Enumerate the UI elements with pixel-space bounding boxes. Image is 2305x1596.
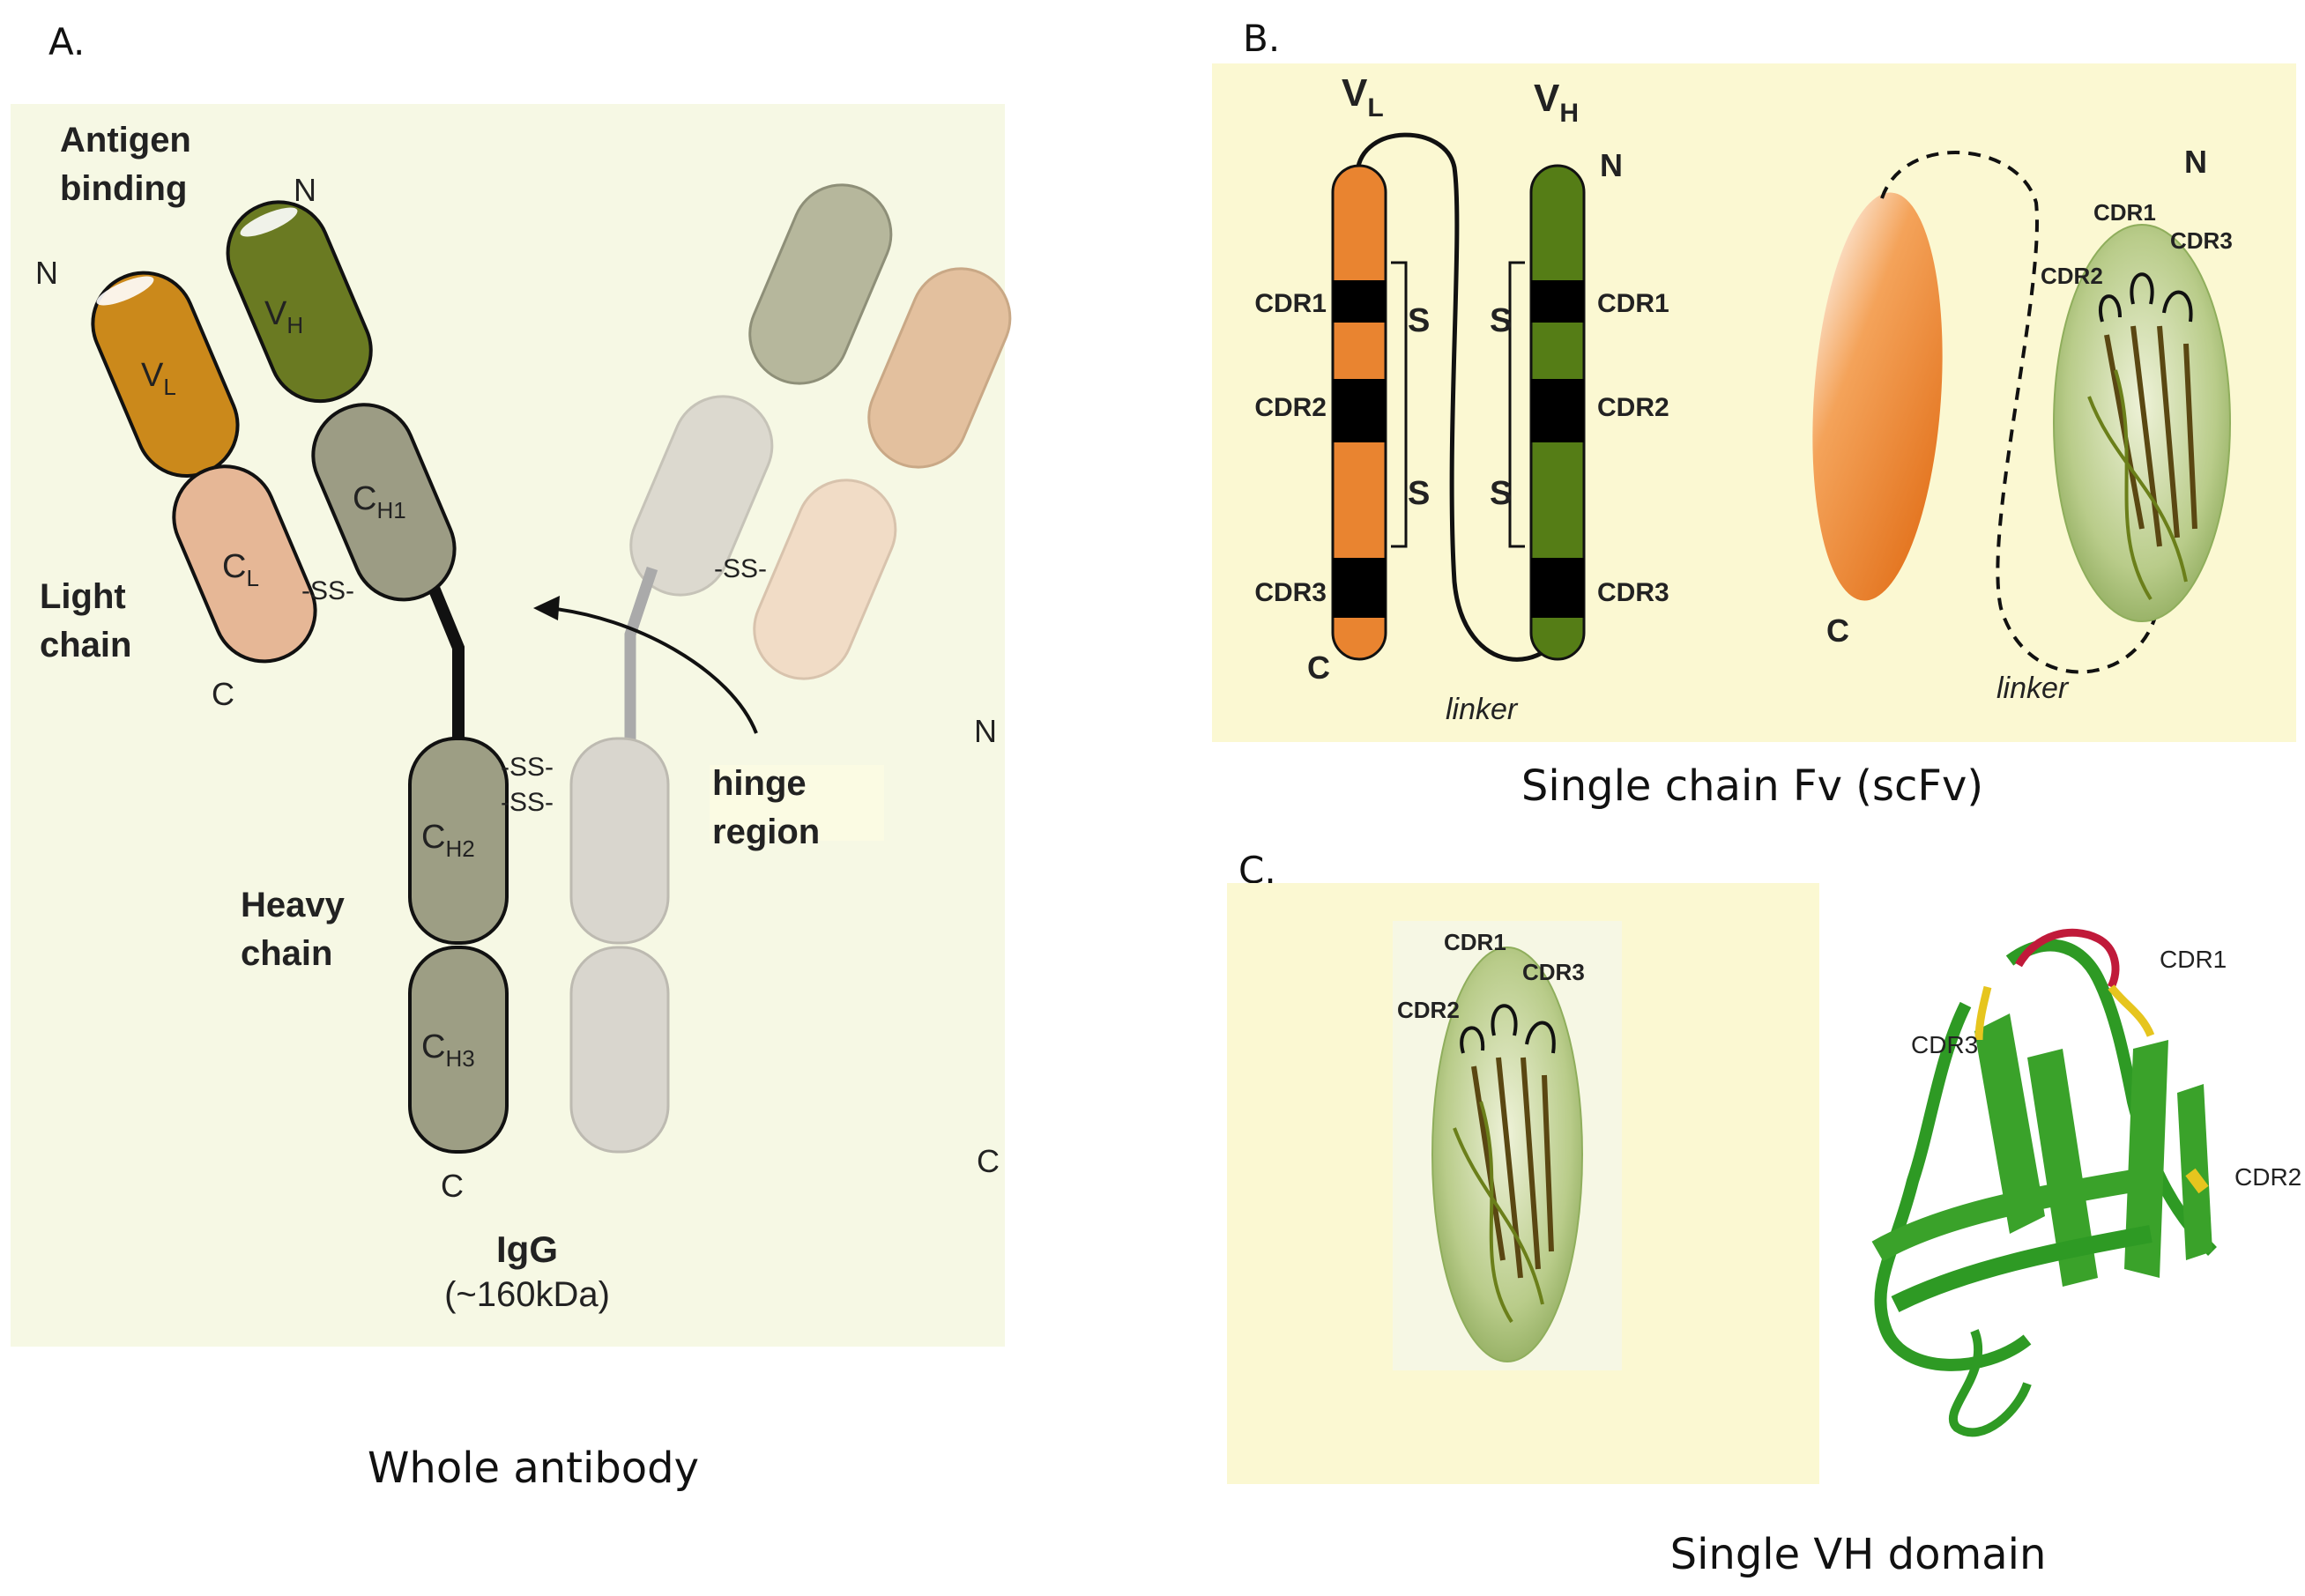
right-fc [569, 737, 670, 1154]
hinge-arrowhead [533, 596, 560, 620]
c-terminus-right: C [977, 1143, 1000, 1179]
scfv-linker-dashed [1880, 150, 2157, 674]
c-terminus-light: C [212, 676, 234, 712]
n-terminus-right: N [974, 713, 997, 749]
scfv-n-label: N [1600, 147, 1623, 183]
ribbon-cdr2-label-b: CDR2 [2041, 263, 2103, 289]
disulfide-s-1: S [1408, 302, 1430, 339]
ribbon-cdr3-label-c: CDR3 [1522, 959, 1585, 985]
cdr3-label-vl: CDR3 [1254, 578, 1327, 607]
scfv-linker-label: linker [1446, 693, 1519, 726]
ribbon-cdr1-label-b: CDR1 [2093, 199, 2156, 226]
right-hinge-line [624, 566, 658, 740]
vh-crystal-structure [1871, 928, 2217, 1437]
left-ch2-domain [408, 737, 509, 945]
vl-label: VL [141, 357, 176, 400]
ss-bond-hinge-1: -SS- [501, 753, 554, 782]
left-ch3-domain [408, 946, 509, 1154]
scfv-vl-ellipse [1812, 192, 1943, 601]
c-terminus-heavy: C [441, 1168, 464, 1204]
scfv-vl-bar [1331, 164, 1387, 661]
panel-c-caption: Single VH domain [1670, 1530, 2047, 1579]
ribbon-cdr3-label-b: CDR3 [2170, 227, 2233, 254]
cdr3-label-vh: CDR3 [1597, 578, 1669, 607]
ch1-domain [311, 403, 457, 602]
vh-domain [226, 200, 373, 404]
left-hinge-line [426, 581, 465, 740]
disulfide-s-3: S [1490, 302, 1512, 339]
scfv-linker-top [1355, 132, 1572, 662]
panel-a-caption: Whole antibody [368, 1444, 699, 1493]
n-terminus-light: N [35, 255, 58, 291]
scfv-vh-label: VH [1534, 77, 1579, 128]
scfv-c-label: C [1307, 650, 1330, 686]
disulfide-bracket-vl [1391, 261, 1408, 548]
cdr1-label-vl: CDR1 [1254, 289, 1327, 318]
cl-label: CL [222, 548, 259, 591]
panel-a-letter: A. [48, 20, 85, 63]
disulfide-s-4: S [1490, 475, 1512, 512]
panel-b-letter: B. [1243, 17, 1280, 60]
structure-cdr3-label: CDR3 [1911, 1031, 1978, 1058]
vh-label: VH [264, 295, 303, 338]
cl-domain [172, 464, 317, 664]
igg-mass-label: (~160kDa) [444, 1275, 610, 1314]
ss-bond-right: -SS- [714, 554, 767, 583]
ch1-label: CH1 [353, 480, 406, 523]
hinge-label-background [710, 765, 884, 841]
panel-b-caption: Single chain Fv (scFv) [1521, 761, 1983, 811]
structure-cdr2-label: CDR2 [2234, 1163, 2301, 1191]
disulfide-s-2: S [1408, 475, 1430, 512]
structure-cdr1-label: CDR1 [2160, 946, 2227, 973]
scfv-c-label-right: C [1826, 612, 1849, 649]
ss-bond-hinge-2: -SS- [501, 788, 554, 817]
ss-bond-light: -SS- [301, 576, 354, 605]
scfv-vh-bar [1529, 164, 1586, 661]
scfv-vl-label: VL [1342, 71, 1384, 122]
hinge-arrow [547, 606, 758, 734]
scfv-n-label-right: N [2184, 144, 2207, 180]
n-terminus-heavy: N [294, 172, 316, 208]
igg-label: IgG [496, 1229, 558, 1270]
disulfide-bracket-vh [1508, 261, 1525, 548]
ribbon-cdr2-label-c: CDR2 [1397, 997, 1460, 1023]
scfv-linker-label-right: linker [1996, 672, 2070, 705]
ch3-label: CH3 [421, 1028, 475, 1072]
cdr1-label-vh: CDR1 [1597, 289, 1669, 318]
ch2-label: CH2 [421, 819, 475, 862]
cdr2-label-vh: CDR2 [1597, 393, 1669, 422]
cdr2-label-vl: CDR2 [1254, 393, 1327, 422]
vh-ribbon-diagram [1431, 946, 1583, 1362]
right-fab-arm [629, 183, 1012, 680]
ribbon-cdr1-label-c: CDR1 [1444, 929, 1506, 955]
scfv-vh-ribbon [2053, 224, 2231, 622]
